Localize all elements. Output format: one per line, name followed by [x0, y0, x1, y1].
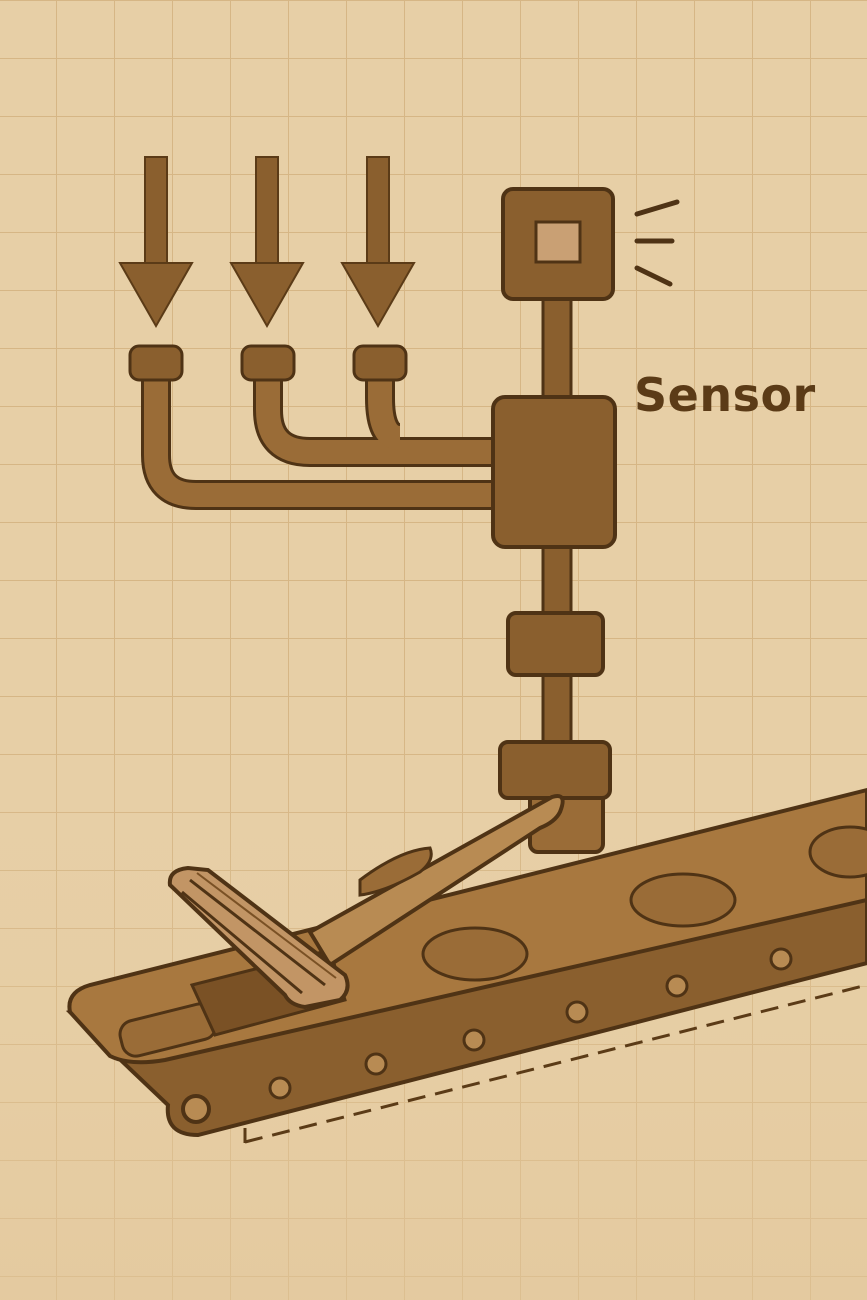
- down-arrow-icon: [340, 156, 416, 329]
- sensor-label: Sensor: [634, 368, 816, 422]
- feed-pipes: [141, 375, 495, 510]
- belt-roller: [181, 1094, 211, 1124]
- belt-slots: [118, 825, 867, 1058]
- nozzle-caps: [128, 344, 408, 382]
- dashed-track: [244, 983, 867, 1144]
- sensor-signal-icon: [634, 199, 680, 287]
- sensor-unit: [501, 187, 615, 301]
- belt-rivets: [268, 947, 793, 1100]
- input-arrows: [118, 156, 416, 329]
- down-arrow-icon: [118, 156, 194, 329]
- razor-icon: [167, 794, 565, 1010]
- junction-box: [491, 395, 617, 549]
- sensor-window: [534, 220, 582, 264]
- shaft-coupling: [506, 611, 605, 677]
- conveyor-belt: [65, 787, 867, 1144]
- down-arrow-icon: [229, 156, 305, 329]
